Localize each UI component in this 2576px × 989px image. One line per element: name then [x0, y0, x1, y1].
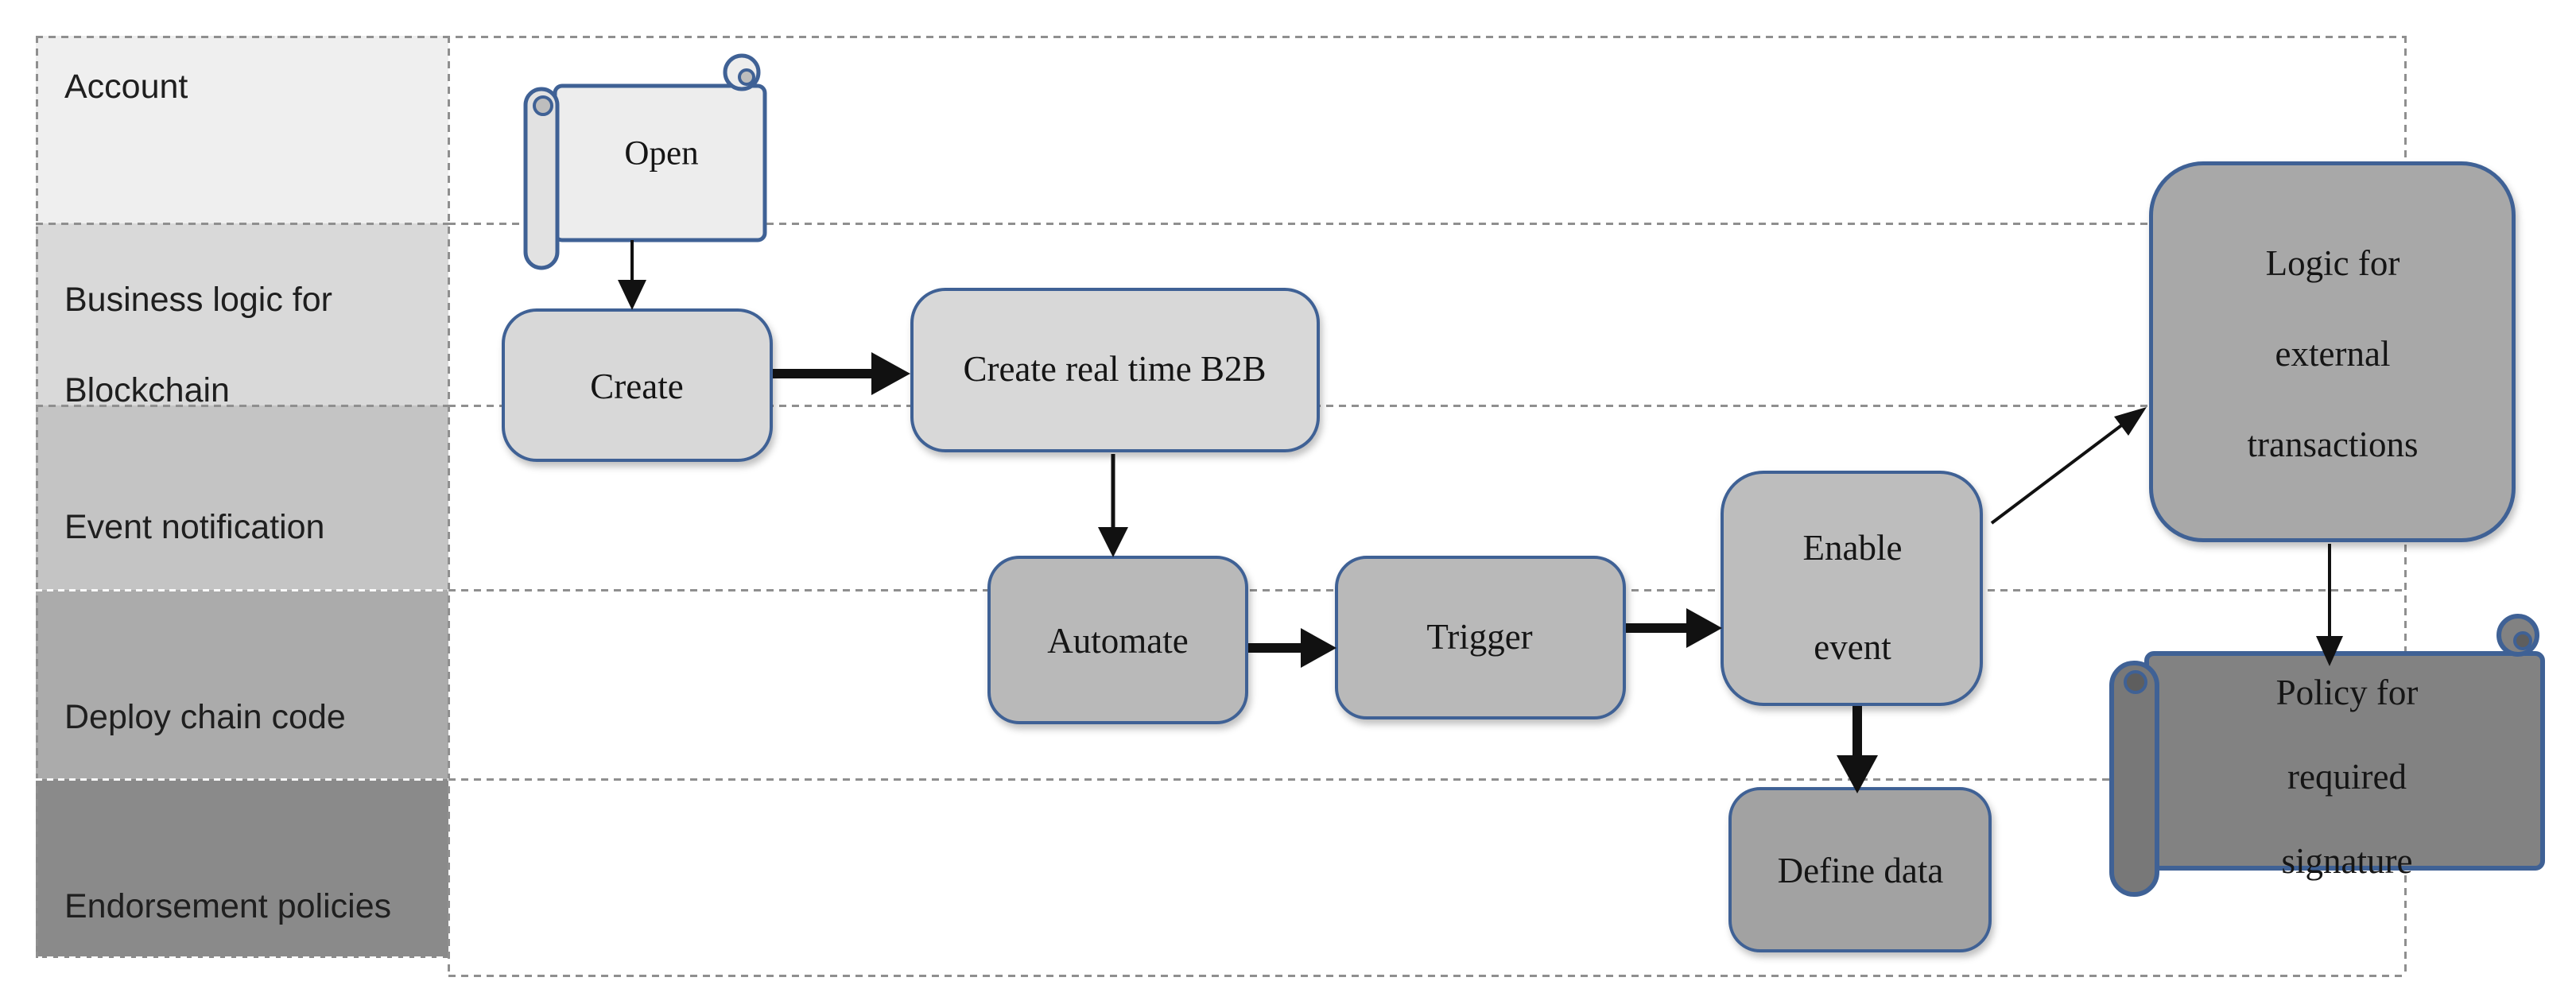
arrow-open-to-create — [618, 240, 646, 310]
lane-divider — [448, 778, 2405, 781]
lane-label-business-logic: Business logic for Blockchain — [64, 281, 332, 409]
lane-column-border-bottom — [36, 956, 448, 959]
lane-label-account: Account — [64, 68, 188, 106]
lane-divider — [36, 405, 448, 407]
arrow-trigger-to-enable — [1626, 608, 1722, 648]
node-label-automate: Automate — [1047, 621, 1189, 661]
lane-event-notification — [36, 405, 448, 590]
node-label-policy: Policy for required signature — [2275, 673, 2419, 881]
lane-divider — [448, 223, 2405, 225]
lane-deploy-chain-code — [36, 590, 448, 779]
node-label-create: Create — [590, 367, 684, 406]
lane-label-deploy-chain-code: Deploy chain code — [64, 698, 346, 736]
node-automate — [987, 556, 1248, 724]
lane-account — [36, 36, 448, 223]
arrow-b2b-to-automate — [1098, 454, 1128, 557]
lane-label-endorsement-policies: Endorsement policies — [64, 887, 392, 925]
lane-business-logic — [36, 223, 448, 405]
lane-divider — [448, 405, 2405, 407]
node-label-trigger: Trigger — [1426, 617, 1533, 657]
table-border-bottom — [448, 975, 2407, 977]
node-logic-external-transactions — [2149, 161, 2516, 542]
lane-label-event-notification: Event notification — [64, 508, 325, 546]
table-border-top — [36, 36, 2407, 38]
node-label-open: Open — [624, 134, 699, 173]
node-label-enable: Enable event — [1802, 528, 1903, 667]
lane-divider — [36, 589, 448, 591]
node-label-logic: Logic for external transactions — [2247, 243, 2419, 464]
node-label-define: Define data — [1777, 851, 1944, 890]
lane-divider — [36, 778, 448, 781]
lane-endorsement-policies — [36, 779, 448, 958]
arrow-logic-to-policy — [2316, 544, 2343, 666]
node-create-real-time-b2b — [910, 288, 1320, 452]
node-label-b2b: Create real time B2B — [963, 349, 1267, 389]
lane-column-divider — [448, 36, 450, 976]
node-enable-event — [1721, 471, 1983, 706]
arrow-automate-to-trigger — [1248, 628, 1336, 668]
node-trigger — [1335, 556, 1626, 719]
lane-divider — [36, 223, 448, 225]
arrow-enable-to-logic — [1990, 407, 2147, 525]
arrow-create-to-b2b — [773, 352, 910, 395]
node-create — [502, 308, 773, 462]
table-border-left — [36, 36, 38, 958]
